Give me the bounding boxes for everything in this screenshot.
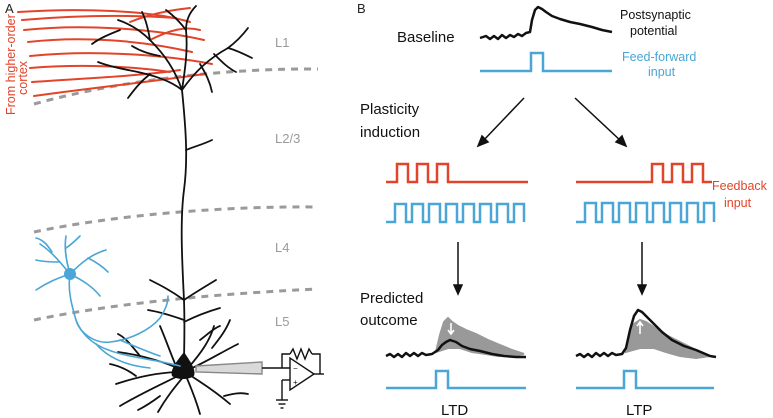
amplifier-icon	[195, 347, 324, 400]
predicted-label-line1: Predicted	[360, 290, 423, 307]
amp-plus: +	[293, 378, 298, 387]
ltd-feedforward-test	[386, 369, 526, 390]
layer-boundaries	[33, 67, 319, 322]
amp-minus: −	[293, 364, 298, 373]
feedforward-label-line2: input	[648, 65, 676, 79]
ltp-change-arrow	[636, 320, 644, 334]
pyramidal-neuron-icon	[91, 5, 253, 415]
ltp-predicted-trace	[575, 308, 717, 359]
ltd-change-arrow	[447, 323, 455, 336]
postsynaptic-label-line2: potential	[630, 24, 677, 38]
ltp-label: LTP	[626, 402, 652, 418]
ltd-feedforward-trace	[386, 202, 526, 224]
ltd-baseline-shadow	[434, 316, 525, 357]
ground-icon	[276, 399, 288, 409]
boundary-l4-l5	[33, 287, 319, 322]
feedforward-label: Feed-forward input	[622, 50, 700, 79]
postsynaptic-label: Postsynaptic potential	[620, 8, 694, 38]
axon-label: From higher-order cortex	[4, 11, 30, 115]
ltp-feedforward-test	[576, 369, 714, 390]
predicted-label-line2: outcome	[360, 312, 418, 329]
ltp-baseline-shadow	[624, 318, 714, 360]
layer-label-l4: L4	[275, 240, 289, 255]
feedback-label-line2: input	[724, 196, 752, 210]
ltp-feedforward-trace	[576, 201, 716, 224]
axon-label-line1: From higher-order	[4, 14, 18, 115]
plasticity-label-line2: induction	[360, 124, 420, 141]
ltd-feedback-trace	[386, 162, 528, 184]
feedback-label-line1: Feedback	[712, 179, 768, 193]
pyramidal-soma	[171, 352, 195, 379]
plasticity-label-line1: Plasticity	[360, 101, 420, 118]
feedforward-label-line1: Feed-forward	[622, 50, 696, 64]
baseline-potential-trace	[479, 5, 613, 41]
panel-b-letter: B	[357, 1, 366, 16]
boundary-l23-l4	[33, 205, 319, 234]
plasticity-label: Plasticity induction	[360, 101, 423, 141]
ltp-feedback-trace	[576, 162, 712, 184]
layer-label-l1: L1	[275, 35, 289, 50]
ltd-label: LTD	[441, 402, 468, 418]
layer-label-l5: L5	[275, 314, 289, 329]
axon-label-line2: cortex	[16, 60, 30, 95]
predicted-label: Predicted outcome	[360, 290, 428, 329]
baseline-label: Baseline	[397, 29, 455, 46]
postsynaptic-label-line1: Postsynaptic	[620, 8, 691, 22]
interneuron-soma	[64, 268, 76, 280]
feedback-label: Feedback input	[712, 179, 770, 210]
ltd-predicted-trace	[385, 338, 526, 359]
baseline-feedforward-trace	[480, 51, 612, 73]
panel-a-letter: A	[5, 1, 14, 16]
layer-label-l23: L2/3	[275, 131, 300, 146]
arrows	[452, 97, 648, 296]
interneuron-icon	[35, 235, 181, 369]
